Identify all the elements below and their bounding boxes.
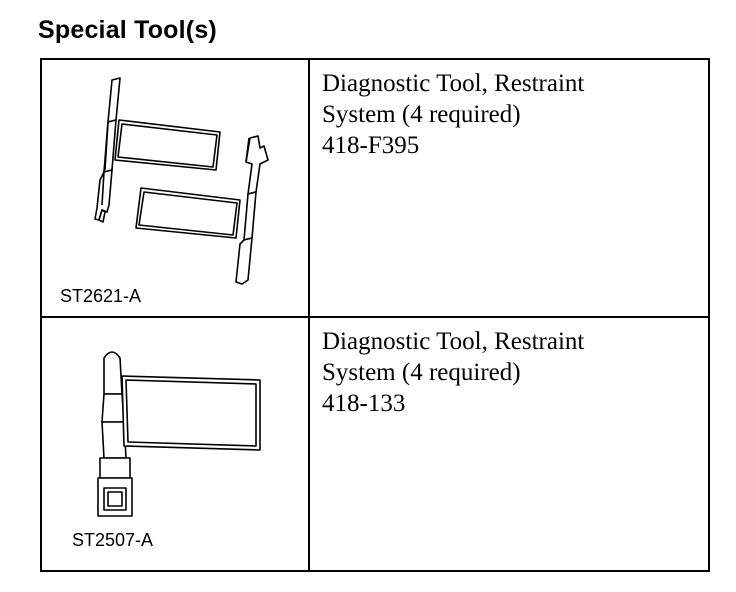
description-line: Diagnostic Tool, Restraint bbox=[322, 70, 585, 97]
table-row: ST2507-A Diagnostic Tool, Restraint Syst… bbox=[40, 316, 710, 572]
tool-number: 418-F395 bbox=[322, 132, 420, 159]
illustration-code: ST2507-A bbox=[72, 530, 154, 550]
page-title: Special Tool(s) bbox=[38, 16, 217, 44]
description-line: System (4 required) bbox=[322, 359, 521, 386]
connector-adapter-single-icon bbox=[97, 351, 261, 517]
description-cell: Diagnostic Tool, Restraint System (4 req… bbox=[308, 316, 710, 572]
description-cell: Diagnostic Tool, Restraint System (4 req… bbox=[308, 58, 710, 318]
description-line: Diagnostic Tool, Restraint bbox=[322, 328, 585, 355]
illustration-cell: ST2621-A bbox=[40, 58, 310, 318]
description-line: System (4 required) bbox=[322, 101, 521, 128]
illustration-cell: ST2507-A bbox=[40, 316, 310, 572]
tool-description: Diagnostic Tool, Restraint System (4 req… bbox=[322, 68, 692, 161]
tool-description: Diagnostic Tool, Restraint System (4 req… bbox=[322, 326, 692, 419]
tool-number: 418-133 bbox=[322, 390, 406, 417]
illustration-code: ST2621-A bbox=[60, 286, 142, 306]
table-row: ST2621-A Diagnostic Tool, Restraint Syst… bbox=[40, 58, 710, 318]
connector-adapter-pair-icon bbox=[94, 77, 269, 285]
special-tools-table: ST2621-A Diagnostic Tool, Restraint Syst… bbox=[40, 58, 710, 572]
